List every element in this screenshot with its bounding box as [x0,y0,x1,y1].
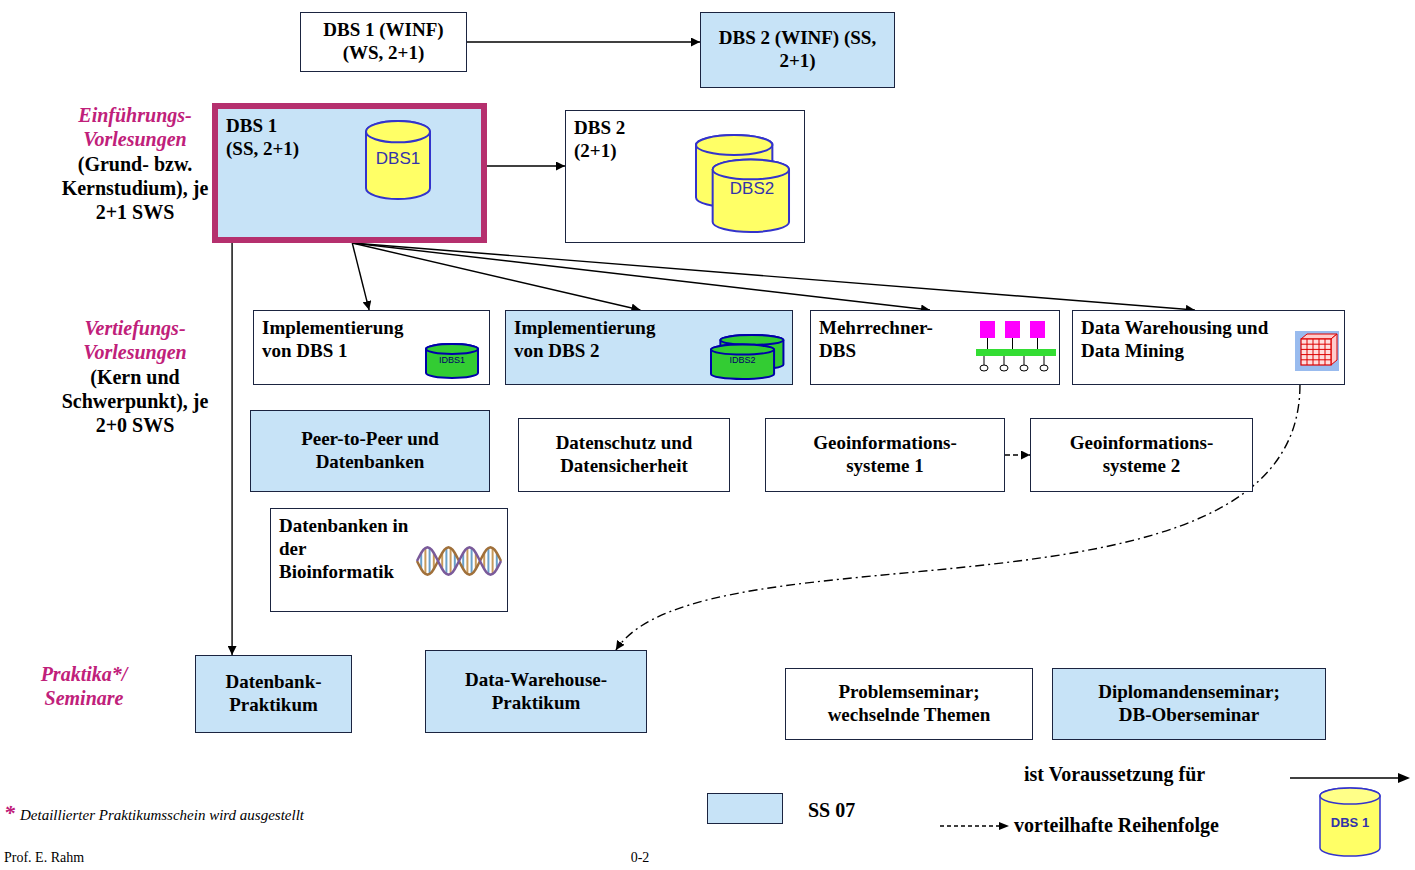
legend-text: SS 07 [808,798,908,822]
text-label: Detaillierter Praktikumsschein wird ausg… [20,806,440,824]
course-title: DBS 1 (WINF) (WS, 2+1) [309,19,458,65]
course-box: Peer-to-Peer und Datenbanken [250,410,490,492]
course-box: Data Warehousing und Data Mining [1072,310,1345,385]
text-label: 0-2 [610,850,670,867]
course-box: Datenbanken in der Bioinformatik [270,508,508,612]
course-box: Datenschutz und Datensicherheit [518,418,730,492]
course-box: Datenbank- Praktikum [195,655,352,733]
legend-cylinder [1320,788,1380,856]
prerequisite-arrow [231,243,232,655]
course-title: Diplomandenseminar; DB-Oberseminar [1082,681,1297,727]
text-label: (Grund- bzw. Kernstudium), je 2+1 SWS [45,152,225,224]
course-box: Data-Warehouse- Praktikum [425,650,647,733]
course-title: DBS 2 (WINF) (SS, 2+1) [709,27,886,73]
course-title: Datenschutz und Datensicherheit [527,432,721,478]
legend-swatch [707,793,783,824]
course-box: Mehrrechner- DBS [810,310,1060,385]
course-title: Geoinformations- systeme 2 [1047,432,1237,478]
prerequisite-arrow [487,165,565,166]
text-label: DBS 1 [1320,815,1380,831]
text-label: (Kern und Schwerpunkt), je 2+0 SWS [45,365,225,437]
course-icon [1295,331,1339,371]
prerequisite-arrow [467,41,700,42]
course-box: DBS 2 (WINF) (SS, 2+1) [700,12,895,88]
course-title: Geoinformations- systeme 1 [790,432,980,478]
prerequisite-arrow [352,243,1195,310]
course-icon [417,543,501,579]
icon-label: IDBS2 [709,355,776,366]
text-label: Praktika*/ Seminare [24,662,144,710]
sequence-arrow [1005,454,1030,455]
course-box: Geoinformations- systeme 1 [765,418,1005,492]
prerequisite-arrow [352,243,369,310]
course-icon [976,319,1056,375]
prerequisite-arrow [352,243,640,310]
text-label: Prof. E. Rahm [4,850,144,867]
legend-dashed-sample [940,825,1000,826]
legend-text: vorteilhafte Reihenfolge [1014,813,1294,837]
icon-label: DBS1 [364,149,432,169]
course-title: Data Warehousing und Data Mining [1081,317,1286,363]
course-title: Peer-to-Peer und Datenbanken [259,428,481,474]
text-label: Vertiefungs- Vorlesungen [45,316,225,364]
course-box: Implementierung von DBS 1IDBS1 [253,310,490,385]
icon-label: DBS2 [712,179,792,199]
course-box: Problemseminar; wechselnde Themen [785,668,1033,740]
prerequisite-arrow [352,243,930,310]
course-title: Implementierung von DBS 2 [514,317,684,363]
course-box: Implementierung von DBS 2 IDBS2 [505,310,793,385]
course-box: Geoinformations- systeme 2 [1030,418,1253,492]
course-title: DBS 2 (2+1) [574,117,646,163]
course-title: Problemseminar; wechselnde Themen [797,681,1022,727]
course-title: Data-Warehouse- Praktikum [434,669,638,715]
course-title: Mehrrechner- DBS [819,317,959,363]
course-title: Datenbank- Praktikum [204,671,343,717]
legend-text: ist Voraussetzung für [1024,762,1284,786]
course-title: DBS 1 (SS, 2+1) [226,115,312,161]
course-title: Implementierung von DBS 1 [262,317,432,363]
text-label: * [4,800,20,826]
course-box: DBS 2 (2+1) DBS2 [565,110,805,243]
course-box: Diplomandenseminar; DB-Oberseminar [1052,668,1326,740]
legend-arrow-sample [1290,777,1400,779]
legend-arrowhead [999,822,1009,830]
legend-arrowhead [1398,773,1410,783]
course-box: DBS 1 (WINF) (WS, 2+1) [300,12,467,72]
course-title: Datenbanken in der Bioinformatik [279,515,414,583]
icon-label: IDBS1 [424,355,480,366]
course-box: DBS 1 (SS, 2+1) DBS1 [212,103,487,243]
text-label: Einführungs- Vorlesungen [45,103,225,151]
